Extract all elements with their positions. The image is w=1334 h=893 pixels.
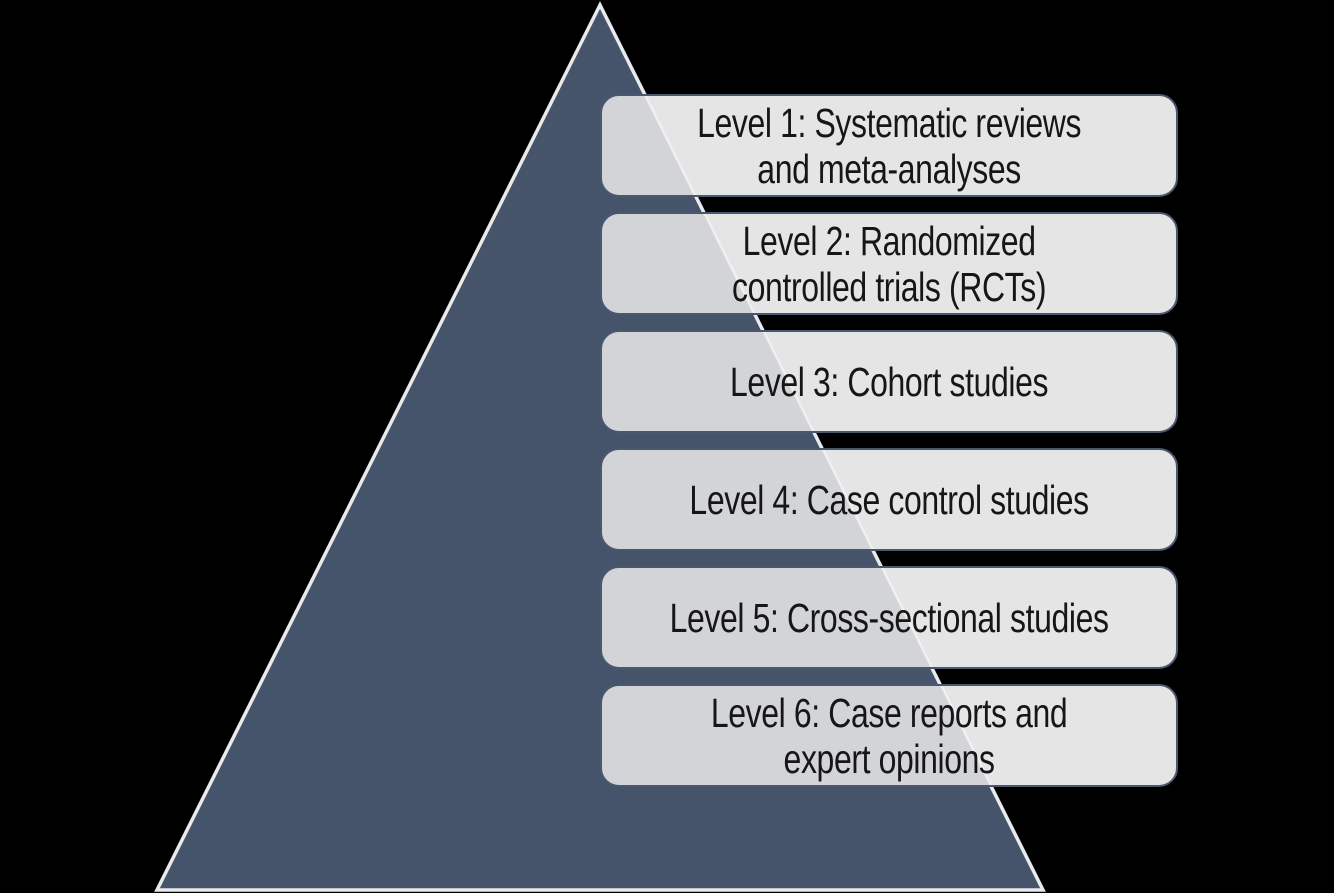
level-2-label: Level 2: Randomized controlled trials (R… [731, 217, 1047, 310]
level-2-box: Level 2: Randomized controlled trials (R… [600, 212, 1178, 315]
level-1-box: Level 1: Systematic reviews and meta-ana… [600, 94, 1178, 197]
level-6-label: Level 6: Case reports and expert opinion… [710, 689, 1068, 782]
level-5-label: Level 5: Cross-sectional studies [669, 594, 1109, 641]
level-4-box: Level 4: Case control studies [600, 448, 1178, 551]
level-3-label: Level 3: Cohort studies [729, 358, 1049, 405]
level-3-box: Level 3: Cohort studies [600, 330, 1178, 433]
level-6-box: Level 6: Case reports and expert opinion… [600, 684, 1178, 787]
level-1-label: Level 1: Systematic reviews and meta-ana… [696, 99, 1082, 192]
level-4-label: Level 4: Case control studies [689, 476, 1089, 523]
level-5-box: Level 5: Cross-sectional studies [600, 566, 1178, 669]
